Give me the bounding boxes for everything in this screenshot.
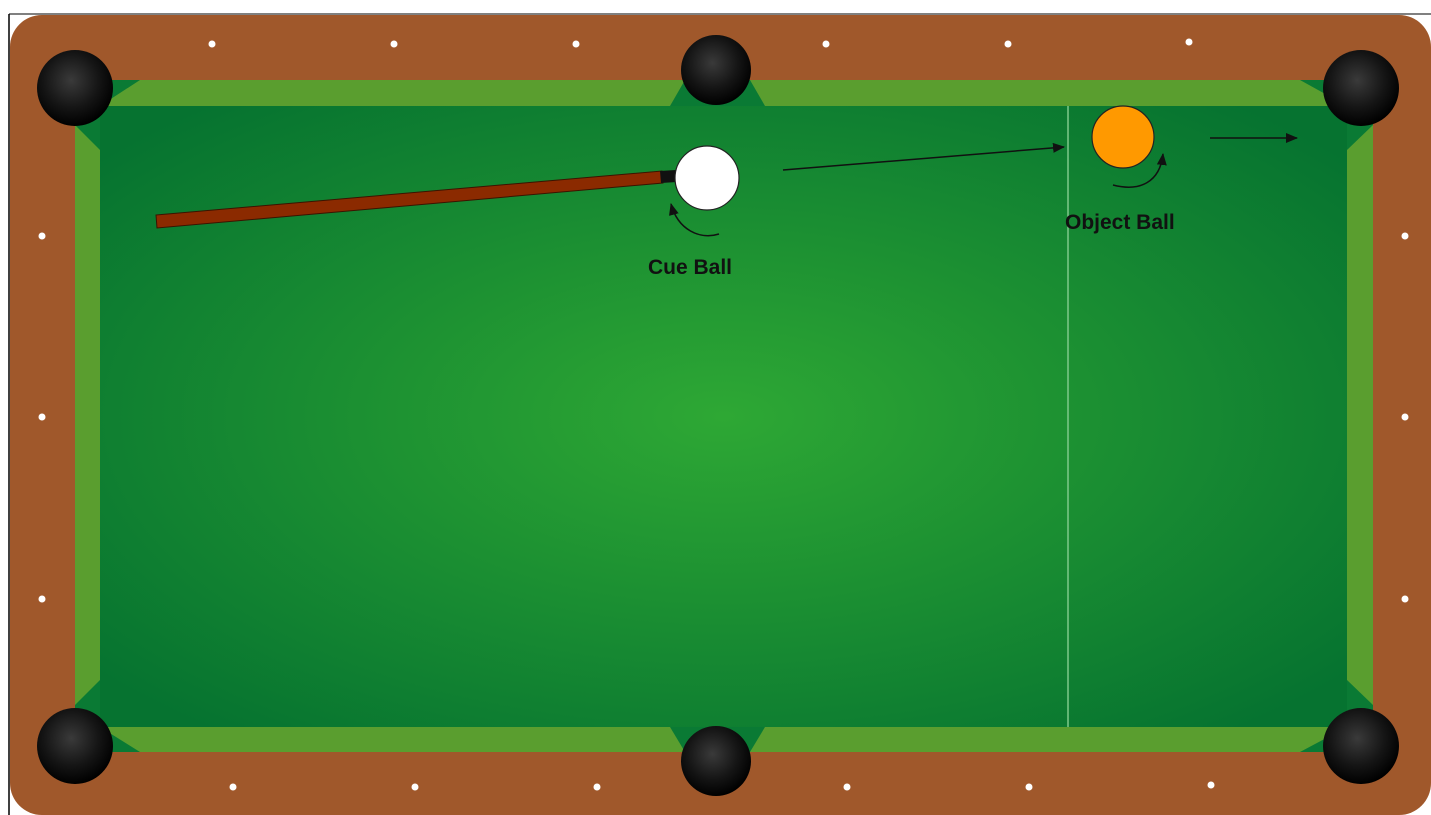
diamond-marker-icon xyxy=(39,596,46,603)
diamond-marker-icon xyxy=(209,41,216,48)
diamond-marker-icon xyxy=(823,41,830,48)
pocket-icon xyxy=(681,726,751,796)
pocket-icon xyxy=(1323,708,1399,784)
pocket-icon xyxy=(37,708,113,784)
diamond-marker-icon xyxy=(39,233,46,240)
diamond-marker-icon xyxy=(1402,414,1409,421)
diamond-marker-icon xyxy=(391,41,398,48)
diamond-marker-icon xyxy=(1026,784,1033,791)
diamond-marker-icon xyxy=(1186,39,1193,46)
pocket-icon xyxy=(681,35,751,105)
diamond-marker-icon xyxy=(1402,596,1409,603)
object-ball xyxy=(1092,106,1154,168)
pocket-icon xyxy=(37,50,113,126)
diamond-marker-icon xyxy=(573,41,580,48)
diamond-marker-icon xyxy=(844,784,851,791)
cue-ball-label: Cue Ball xyxy=(648,256,732,279)
diamond-marker-icon xyxy=(594,784,601,791)
diamond-marker-icon xyxy=(1005,41,1012,48)
pocket-icon xyxy=(1323,50,1399,126)
diamond-marker-icon xyxy=(39,414,46,421)
diamond-marker-icon xyxy=(230,784,237,791)
cue-ball xyxy=(675,146,739,210)
object-ball-label: Object Ball xyxy=(1065,211,1175,234)
diamond-marker-icon xyxy=(1402,233,1409,240)
diamond-marker-icon xyxy=(412,784,419,791)
diamond-marker-icon xyxy=(1208,782,1215,789)
